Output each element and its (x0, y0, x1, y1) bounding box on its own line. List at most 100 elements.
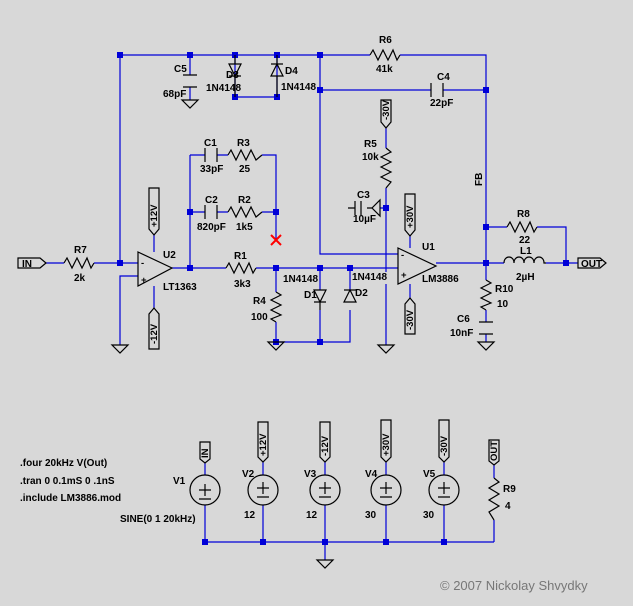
v4-ref: V4 (365, 469, 378, 480)
c6-capacitor (479, 321, 493, 335)
r2-ref: R2 (238, 195, 251, 206)
r3-value: 25 (239, 164, 251, 175)
d1-diode (313, 289, 327, 310)
r8-ref: R8 (517, 209, 530, 220)
n12-port-v3 (319, 421, 331, 463)
resistor-symbols (63, 48, 546, 521)
r4-resistor (269, 291, 283, 323)
l1-ref: L1 (520, 246, 532, 257)
d2-value: 1N4148 (352, 272, 387, 283)
svg-text:-: - (401, 250, 404, 261)
n12-label-u2: -12V (149, 323, 160, 344)
r10-resistor (479, 279, 493, 311)
p12-label-u2: +12V (149, 204, 160, 227)
v3-value: 12 (306, 510, 318, 521)
p30-port-u1 (404, 193, 416, 237)
v5-value: 30 (423, 510, 435, 521)
c2-capacitor (204, 205, 218, 219)
r3-ref: R3 (237, 138, 250, 149)
v4-value: 30 (365, 510, 377, 521)
voltage-source-symbols (189, 474, 460, 506)
r2-resistor (227, 205, 263, 219)
d3-diode (228, 55, 242, 97)
capacitor-symbols (183, 74, 493, 335)
r7-ref: R7 (74, 245, 87, 256)
r9-ref: R9 (503, 484, 516, 495)
c5-capacitor (183, 74, 197, 88)
d2-ref: D2 (355, 288, 368, 299)
v3-source (309, 474, 341, 506)
p12-label-v2: +12V (258, 433, 269, 456)
r1-value: 3k3 (234, 279, 251, 290)
r6-resistor (369, 48, 401, 62)
c1-ref: C1 (204, 138, 217, 149)
diode-symbols (228, 55, 357, 310)
spice-directive: .include LM3886.mod (20, 493, 121, 504)
u2-ref: U2 (163, 250, 176, 261)
c3-value: 10µF (353, 214, 376, 225)
n30-port-v5 (438, 419, 450, 463)
svg-text:+: + (141, 275, 147, 286)
r8-value: 22 (519, 235, 531, 246)
d3-ref: D3 (226, 70, 239, 81)
c4-value: 22pF (430, 98, 453, 109)
n12-label-v3: -12V (320, 435, 331, 456)
v5-source (428, 474, 460, 506)
copyright-text: © 2007 Nickolay Shvydky (440, 578, 588, 593)
c6-value: 10nF (450, 328, 473, 339)
r6-ref: R6 (379, 35, 392, 46)
v5-ref: V5 (423, 469, 436, 480)
c2-value: 820pF (197, 222, 226, 233)
c4-ref: C4 (437, 72, 450, 83)
r5-ref: R5 (364, 139, 377, 150)
v2-ref: V2 (242, 469, 255, 480)
r4-ref: R4 (253, 296, 266, 307)
r5-value: 10k (362, 152, 379, 163)
ground-symbols (110, 99, 496, 569)
v1-value: SINE(0 1 20kHz) (120, 514, 196, 525)
u2-opamp (137, 251, 174, 287)
v2-value: 12 (244, 510, 256, 521)
labels: IN OUT R7 2k R6 41k C5 68pF D3 1N4148 D4… (20, 35, 602, 593)
r4-value: 100 (251, 312, 268, 323)
c6-ref: C6 (457, 314, 470, 325)
svg-text:+: + (401, 270, 407, 281)
d2-diode (343, 288, 357, 303)
in-port-v1 (199, 441, 211, 464)
c3-ref: C3 (357, 190, 370, 201)
v1-source (189, 474, 221, 506)
n30-label-r5: -30V (381, 99, 392, 120)
r7-value: 2k (74, 273, 86, 284)
no-connect-marker (270, 234, 282, 246)
n30-port-u1 (404, 297, 416, 335)
r1-ref: R1 (234, 251, 247, 262)
d4-value: 1N4148 (281, 82, 316, 93)
d1-value: 1N4148 (283, 274, 318, 285)
out-port-label: OUT (581, 259, 602, 270)
p30-port-v4 (380, 419, 392, 463)
r10-value: 10 (497, 299, 509, 310)
r2-value: 1k5 (236, 222, 253, 233)
p30-label-v4: +30V (381, 433, 392, 456)
c4-capacitor (430, 83, 444, 97)
c1-capacitor (204, 148, 218, 162)
opamp-pin-marks: -+ -+ (141, 250, 407, 286)
p12-port-v2 (257, 421, 269, 463)
d3-value: 1N4148 (206, 83, 241, 94)
n12-port-u2 (148, 307, 160, 350)
ports (17, 99, 607, 466)
c5-value: 68pF (163, 89, 186, 100)
v4-source (370, 474, 402, 506)
c1-value: 33pF (200, 164, 223, 175)
r1-resistor (225, 261, 257, 275)
spice-directive: .four 20kHz V(Out) (20, 458, 107, 469)
in-port-label: IN (22, 259, 32, 270)
c3-capacitor (348, 201, 372, 215)
opamp-symbols (137, 247, 438, 287)
in-label-v1: IN (200, 448, 211, 458)
v2-source (247, 474, 279, 506)
r5-resistor (379, 147, 393, 189)
d4-diode (270, 55, 284, 97)
d1-ref: D1 (304, 290, 317, 301)
fb-net-label: FB (474, 173, 485, 186)
